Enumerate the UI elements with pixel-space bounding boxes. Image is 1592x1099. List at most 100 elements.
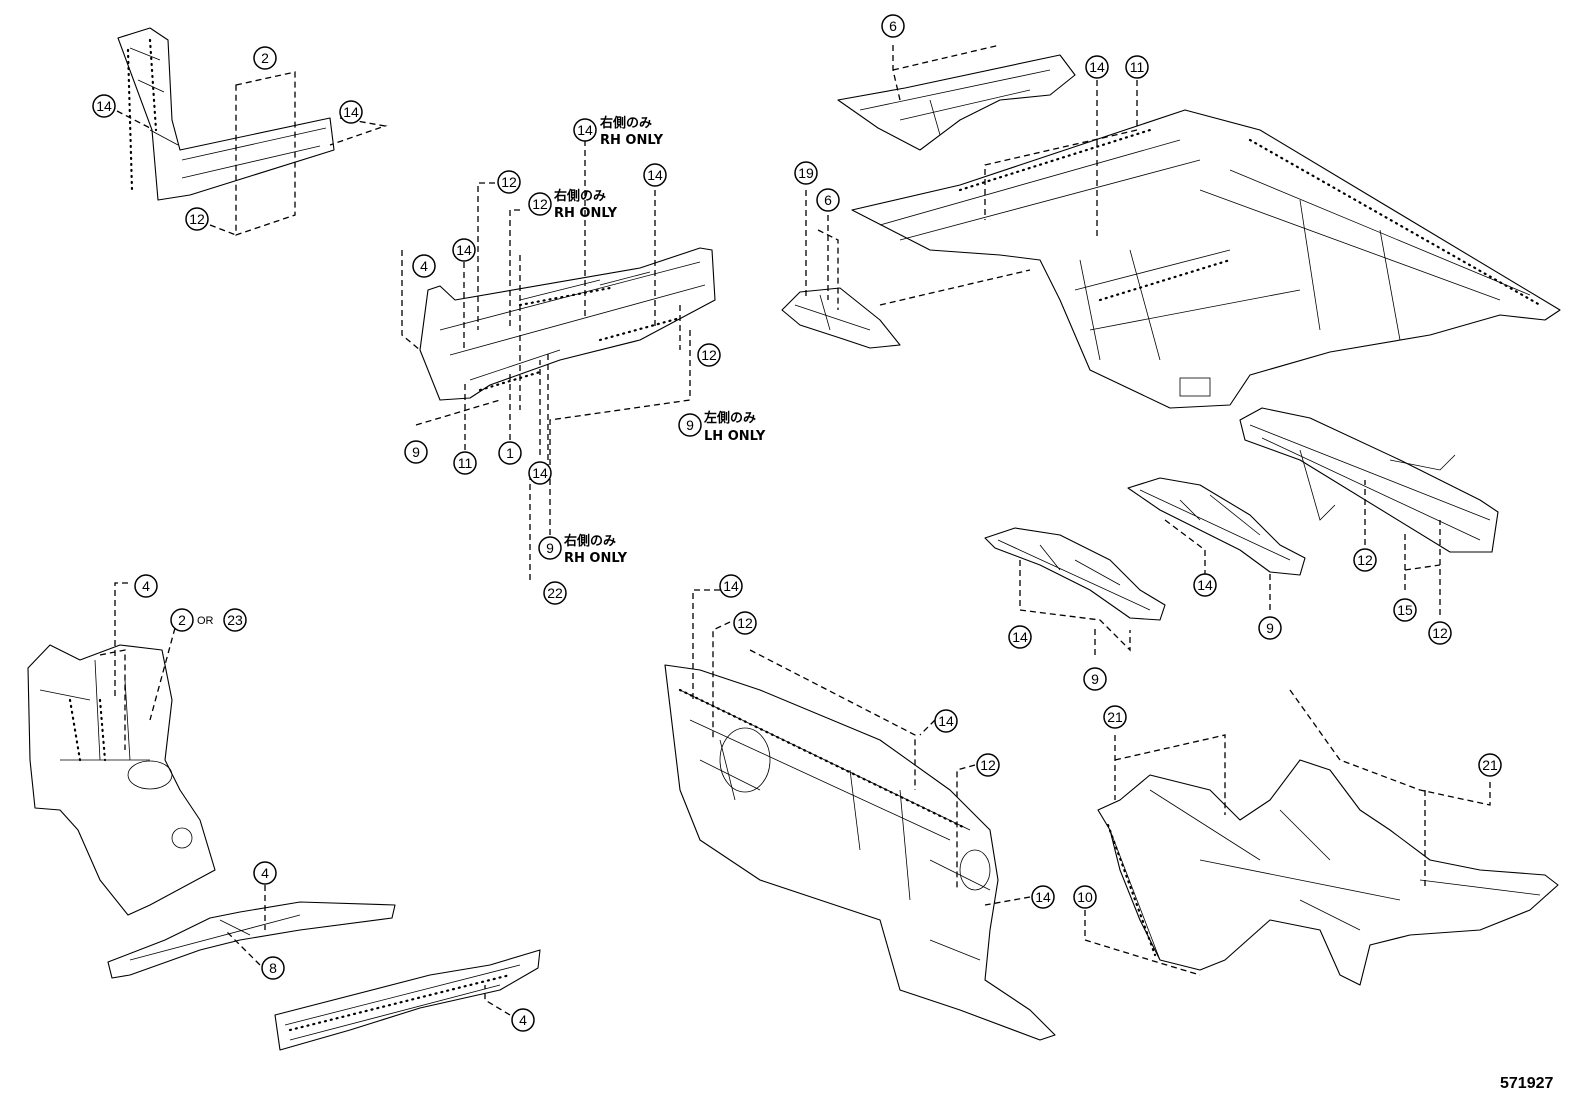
floor-cross-member-mid xyxy=(1127,477,1306,576)
callout-4: 4 xyxy=(134,574,158,598)
svg-text:14: 14 xyxy=(456,242,472,258)
callout-14: 14 xyxy=(1008,625,1032,649)
note-lh-only-jp: 左側のみ xyxy=(704,410,756,426)
callout-22: 22 xyxy=(543,581,567,605)
svg-text:14: 14 xyxy=(532,465,548,481)
callout-9: 9 xyxy=(404,440,428,464)
callout-11: 11 xyxy=(1125,55,1149,79)
svg-text:4: 4 xyxy=(519,1012,527,1028)
callout-4: 4 xyxy=(412,254,436,278)
leader-lines xyxy=(99,44,1491,1016)
svg-text:14: 14 xyxy=(1197,577,1213,593)
callout-14: 14 xyxy=(92,94,116,118)
callout-21: 21 xyxy=(1478,753,1502,777)
svg-text:21: 21 xyxy=(1107,709,1123,725)
callout-14: 14 xyxy=(1031,885,1055,909)
svg-text:12: 12 xyxy=(501,174,517,190)
floor-gusset xyxy=(781,287,901,349)
callout-9: 9 xyxy=(1083,667,1107,691)
svg-text:11: 11 xyxy=(1130,59,1145,75)
callout-12: 12 xyxy=(1353,548,1377,572)
front-side-rail xyxy=(107,901,396,979)
svg-text:12: 12 xyxy=(1357,552,1373,568)
callout-2: 2 xyxy=(170,608,194,632)
svg-text:14: 14 xyxy=(1035,889,1051,905)
svg-text:9: 9 xyxy=(1091,671,1099,687)
svg-text:12: 12 xyxy=(980,757,996,773)
svg-text:14: 14 xyxy=(647,167,663,183)
callout-11: 11 xyxy=(453,451,477,475)
note-rh-only-en: RH ONLY xyxy=(564,551,628,566)
svg-text:21: 21 xyxy=(1482,757,1498,773)
svg-text:14: 14 xyxy=(343,104,359,120)
svg-text:6: 6 xyxy=(824,192,832,208)
callout-19: 19 xyxy=(794,161,818,185)
svg-text:15: 15 xyxy=(1397,602,1413,618)
callout-14: 14 xyxy=(719,574,743,598)
svg-text:14: 14 xyxy=(723,578,739,594)
svg-text:1: 1 xyxy=(506,445,514,461)
svg-text:14: 14 xyxy=(577,122,593,138)
callout-14: 14 xyxy=(934,709,958,733)
dash-panel xyxy=(664,664,1056,1041)
svg-text:4: 4 xyxy=(261,865,269,881)
callout-12: 12 xyxy=(733,611,757,635)
front-lower-rail xyxy=(274,949,541,1051)
callout-12: 12 xyxy=(697,343,721,367)
svg-text:23: 23 xyxy=(227,612,243,628)
svg-text:9: 9 xyxy=(1266,620,1274,636)
callout-12: 12 xyxy=(1428,621,1452,645)
callout-1: 1 xyxy=(498,441,522,465)
cowl-cross-member xyxy=(419,247,716,401)
callout-14: 14 xyxy=(339,100,363,124)
callout-14: 14 xyxy=(1193,573,1217,597)
callout-8: 8 xyxy=(261,956,285,980)
diagram-reference-number: 571927 xyxy=(1500,1075,1553,1092)
callout-9: 9 xyxy=(538,536,562,560)
svg-text:14: 14 xyxy=(1089,59,1105,75)
callout-10: 10 xyxy=(1073,885,1097,909)
svg-text:12: 12 xyxy=(701,347,717,363)
callout-14: 14 xyxy=(452,238,476,262)
svg-text:4: 4 xyxy=(420,258,428,274)
svg-text:12: 12 xyxy=(737,615,753,631)
front-apron-wheelhouse xyxy=(27,644,216,916)
front-suspension-member xyxy=(1097,759,1559,986)
callout-6: 6 xyxy=(881,14,905,38)
svg-text:4: 4 xyxy=(142,578,150,594)
svg-text:22: 22 xyxy=(547,585,563,601)
svg-text:12: 12 xyxy=(189,211,205,227)
svg-text:8: 8 xyxy=(269,960,277,976)
callout-9: 9 xyxy=(1258,616,1282,640)
svg-text:2: 2 xyxy=(178,612,186,628)
svg-text:12: 12 xyxy=(532,196,548,212)
svg-text:10: 10 xyxy=(1077,889,1093,905)
svg-text:19: 19 xyxy=(798,165,814,181)
callout-12: 12 xyxy=(976,753,1000,777)
front-pillar-rocker-assembly xyxy=(117,27,335,201)
rear-floor-side-member xyxy=(1239,407,1499,553)
note-lh-only-en: LH ONLY xyxy=(704,429,766,444)
callout-4: 4 xyxy=(511,1008,535,1032)
callout-21: 21 xyxy=(1103,705,1127,729)
svg-text:14: 14 xyxy=(938,713,954,729)
note-rh-only-jp: 右側のみ xyxy=(553,188,606,204)
svg-text:14: 14 xyxy=(1012,629,1028,645)
svg-text:14: 14 xyxy=(96,98,112,114)
svg-text:9: 9 xyxy=(546,540,554,556)
callout-12: 12 xyxy=(185,207,209,231)
svg-text:6: 6 xyxy=(889,18,897,34)
callout-6: 6 xyxy=(816,188,840,212)
floor-cross-member-front xyxy=(984,527,1166,621)
floor-cross-brace-upper xyxy=(837,54,1076,151)
svg-text:11: 11 xyxy=(458,455,473,471)
callout-23: 23 xyxy=(223,608,247,632)
floor-pan xyxy=(851,109,1561,409)
callout-9: 9 xyxy=(678,413,702,437)
svg-text:12: 12 xyxy=(1432,625,1448,641)
note-rh-only-en: RH ONLY xyxy=(600,133,664,148)
callout-4: 4 xyxy=(253,861,277,885)
svg-text:9: 9 xyxy=(686,417,694,433)
svg-text:9: 9 xyxy=(412,444,420,460)
callout-15: 15 xyxy=(1393,598,1417,622)
